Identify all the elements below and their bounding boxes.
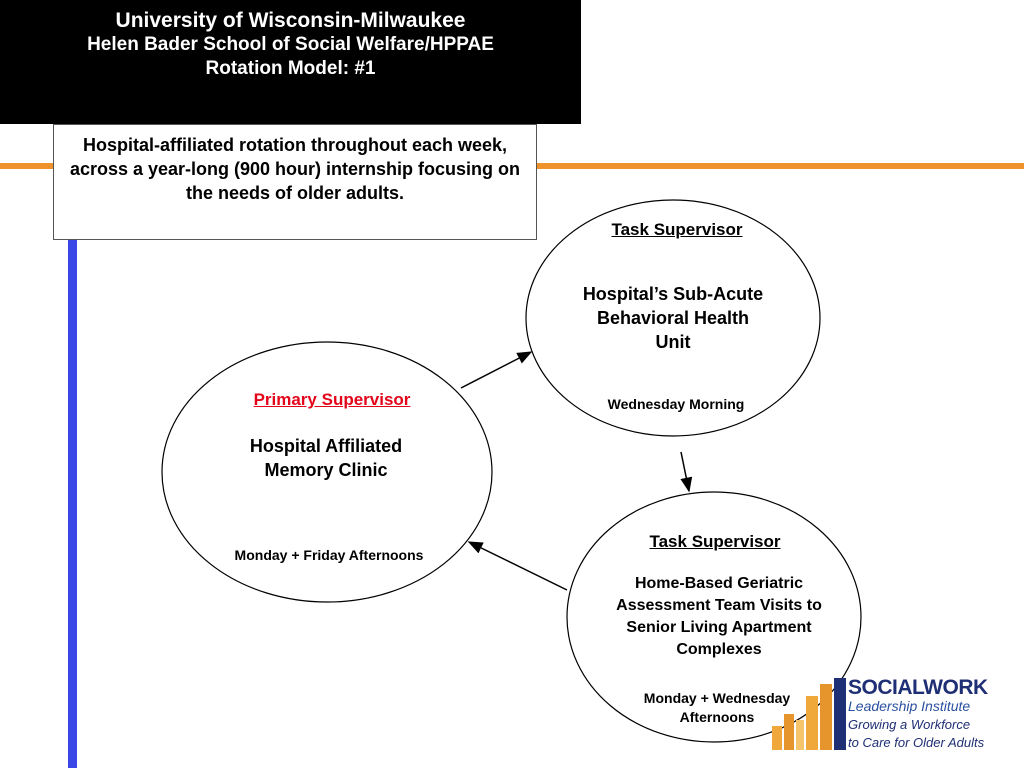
task-supervisor-1-site: Hospital’s Sub-Acute Behavioral Health U… xyxy=(582,284,764,352)
title-line-2: Helen Bader School of Social Welfare/HPP… xyxy=(87,34,494,55)
arrow-primary-to-task1 xyxy=(460,351,533,389)
primary-supervisor-node xyxy=(161,341,493,603)
arrow-task2-to-primary xyxy=(467,541,568,591)
task-supervisor-2-role: Task Supervisor xyxy=(649,532,781,551)
social-work-logo: SOCIALWORK Leadership Institute Growing … xyxy=(770,674,1020,754)
task-supervisor-2-node xyxy=(566,491,862,743)
primary-supervisor-role: Primary Supervisor xyxy=(253,390,411,409)
title-line-3: Rotation Model: #1 xyxy=(205,58,376,79)
task-supervisor-1-node xyxy=(525,199,821,437)
title-banner: University of Wisconsin-Milwaukee Helen … xyxy=(0,0,581,124)
skyline-icon xyxy=(772,678,846,750)
task-supervisor-1-schedule: Wednesday Morning xyxy=(607,396,745,412)
task-supervisor-2-schedule: Monday + Wednesday Afternoons xyxy=(643,690,791,725)
arrow-task1-to-task2 xyxy=(680,451,693,493)
task-supervisor-1-role: Task Supervisor xyxy=(611,220,743,239)
description-box: Hospital-affiliated rotation throughout … xyxy=(53,124,537,240)
primary-supervisor-site: Hospital Affiliated Memory Clinic xyxy=(249,436,403,480)
logo-tagline-2: to Care for Older Adults xyxy=(848,735,985,750)
primary-supervisor-schedule: Monday + Friday Afternoons xyxy=(234,547,424,563)
title-line-1: University of Wisconsin-Milwaukee xyxy=(115,9,466,32)
blue-accent-bar xyxy=(68,240,77,768)
logo-subtitle: Leadership Institute xyxy=(848,698,971,714)
task-supervisor-2-site: Home-Based Geriatric Assessment Team Vis… xyxy=(616,575,822,658)
logo-tagline-1: Growing a Workforce xyxy=(848,717,971,732)
logo-name: SOCIALWORK xyxy=(848,676,988,699)
